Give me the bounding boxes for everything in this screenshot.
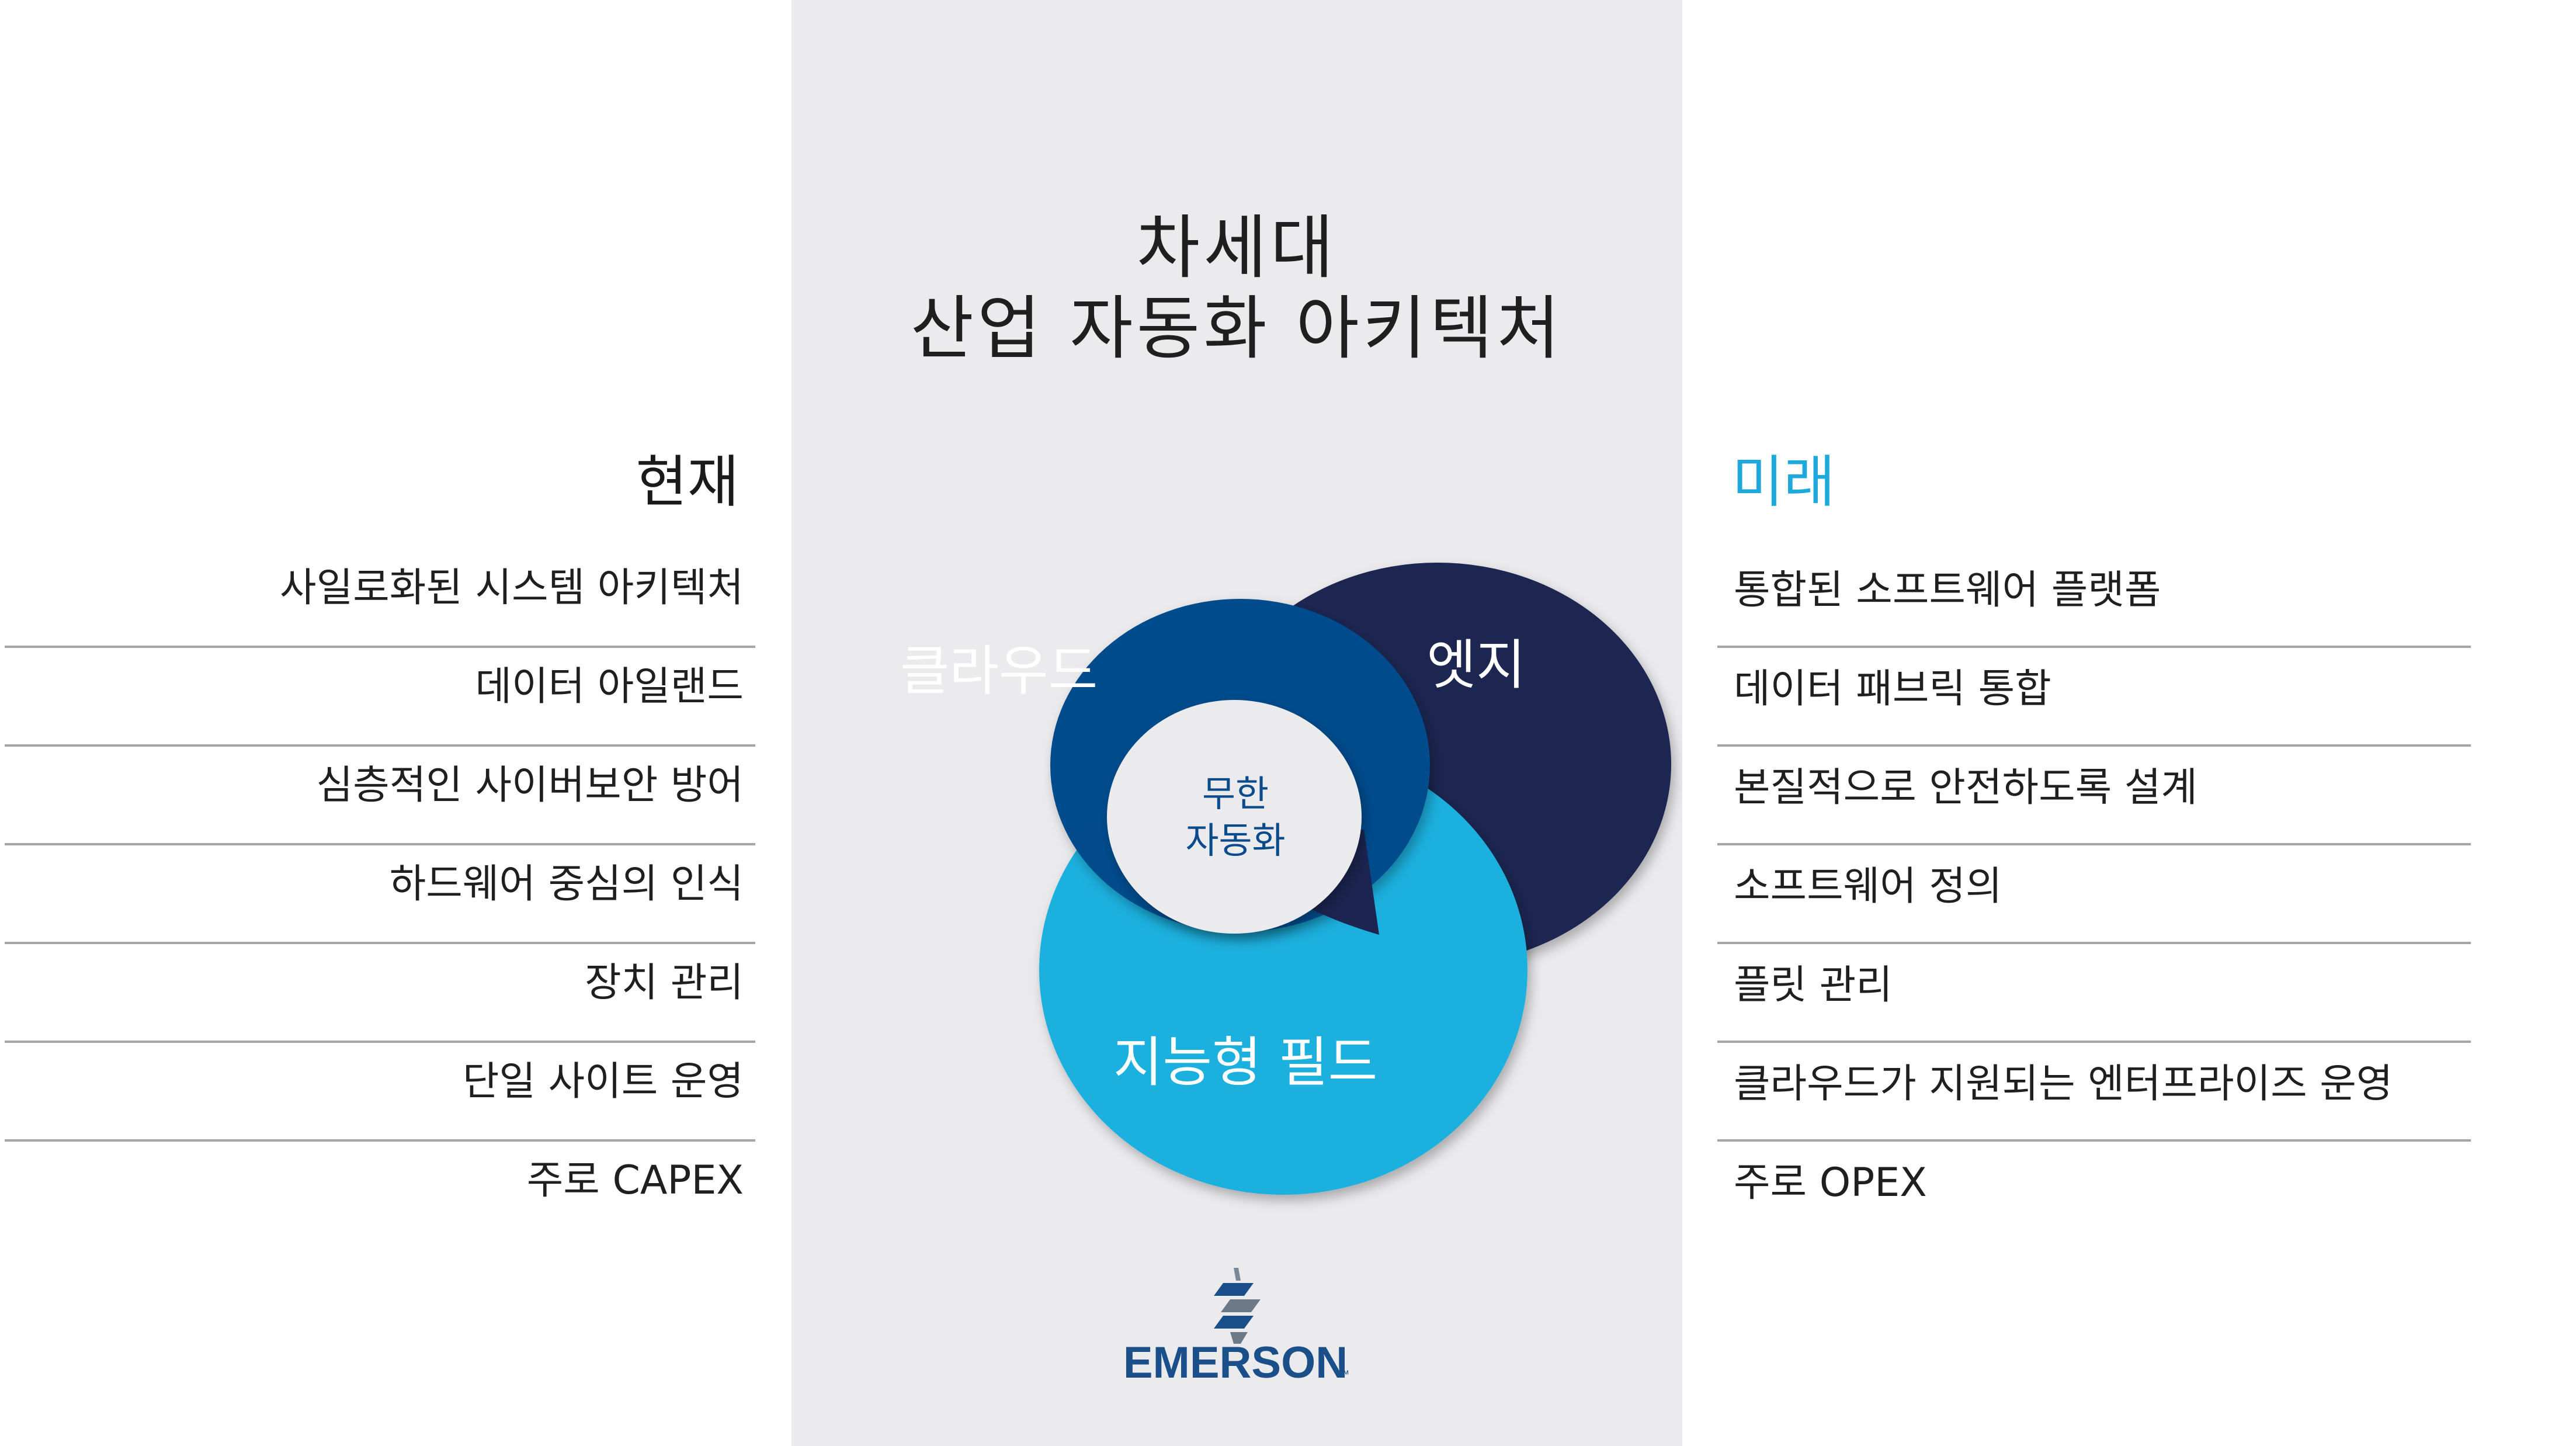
- emerson-mark-icon: [1214, 1268, 1261, 1344]
- future-item: 본질적으로 안전하도록 설계: [1717, 747, 2471, 845]
- current-list: 사일로화된 시스템 아키텍처 데이터 아일랜드 심층적인 사이버보안 방어 하드…: [5, 549, 755, 1240]
- current-item: 장치 관리: [5, 944, 755, 1043]
- current-item: 하드웨어 중심의 인식: [5, 845, 755, 944]
- logo-text: EMERSON: [1123, 1338, 1348, 1385]
- current-heading: 현재: [636, 449, 739, 515]
- page-title: 차세대 산업 자동화 아키텍처: [791, 207, 1682, 369]
- current-item: 사일로화된 시스템 아키텍처: [5, 549, 755, 648]
- future-list: 통합된 소프트웨어 플랫폼 데이터 패브릭 통합 본질적으로 안전하도록 설계 …: [1717, 549, 2471, 1240]
- title-line-2: 산업 자동화 아키텍처: [910, 288, 1564, 369]
- emerson-logo: EMERSON ™: [1098, 1268, 1379, 1385]
- center-label-2: 자동화: [1185, 819, 1285, 862]
- title-line-1: 차세대: [1136, 207, 1338, 288]
- future-item: 클라우드가 지원되는 엔터프라이즈 운영: [1717, 1043, 2471, 1142]
- current-item: 단일 사이트 운영: [5, 1043, 755, 1142]
- current-item: 심층적인 사이버보안 방어: [5, 747, 755, 845]
- future-item: 데이터 패브릭 통합: [1717, 648, 2471, 747]
- field-label: 지능형 필드: [1113, 1031, 1377, 1094]
- center-hub: [1107, 700, 1362, 934]
- cloud-label: 클라우드: [900, 640, 1098, 702]
- center-label-1: 무한: [1202, 772, 1269, 815]
- logo-trademark: ™: [1339, 1368, 1349, 1380]
- edge-label: 엣지: [1426, 634, 1525, 696]
- future-item: 플릿 관리: [1717, 944, 2471, 1043]
- future-item: 소프트웨어 정의: [1717, 845, 2471, 944]
- current-item: 주로 CAPEX: [526, 1157, 744, 1204]
- current-item: 데이터 아일랜드: [5, 648, 755, 747]
- future-item: 통합된 소프트웨어 플랫폼: [1717, 549, 2471, 648]
- future-heading: 미래: [1732, 449, 1835, 515]
- venn-diagram: 클라우드 엣지 지능형 필드 무한 자동화: [791, 502, 1682, 1227]
- future-item: 주로 OPEX: [1734, 1160, 1927, 1206]
